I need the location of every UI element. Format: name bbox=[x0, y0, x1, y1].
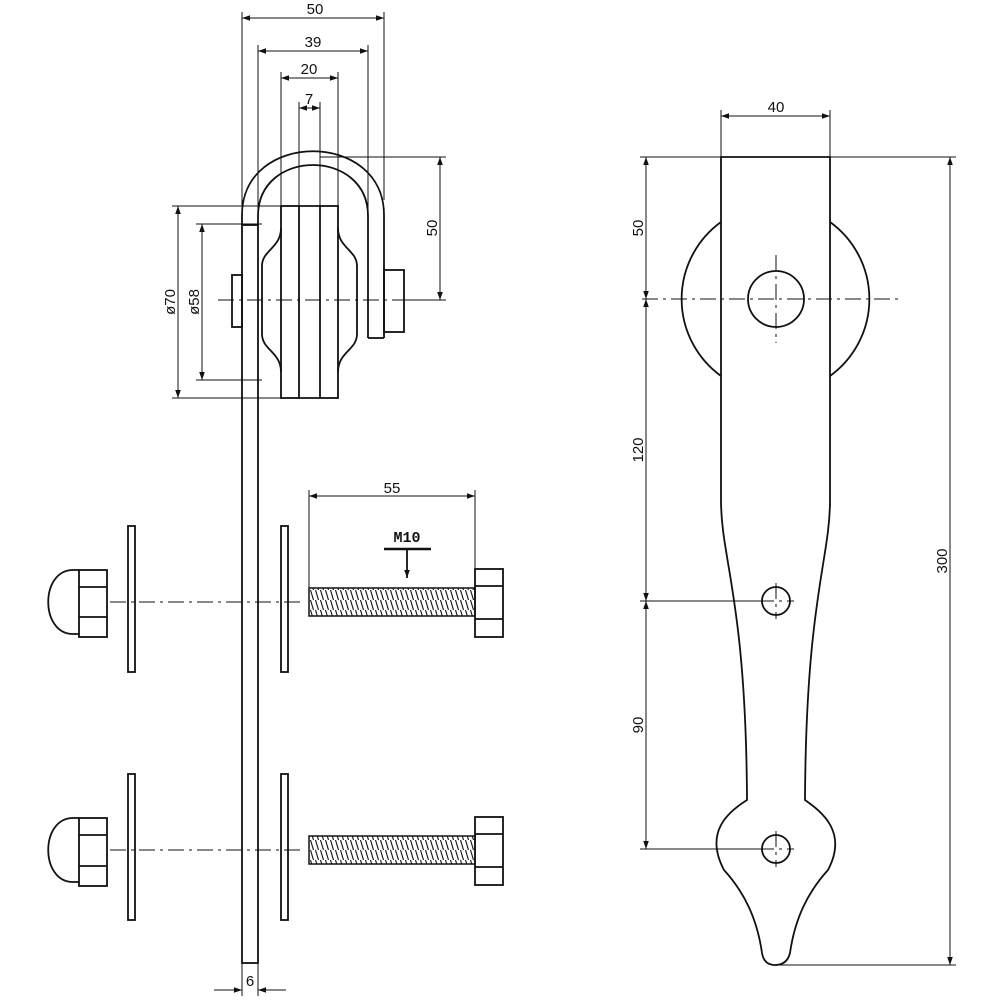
dim-strap-width: 40 bbox=[768, 99, 785, 116]
washer-inner bbox=[280, 773, 289, 921]
cap-nut-hex bbox=[78, 569, 108, 638]
u-bracket-outer bbox=[241, 150, 385, 338]
wheel bbox=[261, 205, 358, 399]
axle-spacer bbox=[383, 269, 405, 333]
strap-side bbox=[241, 224, 259, 964]
dim-strap-outer-width: 39 bbox=[305, 34, 322, 51]
washer-outer bbox=[127, 525, 136, 673]
dim-hanger-width: 50 bbox=[307, 1, 324, 18]
dim-wheel-outer-diameter: ø70 bbox=[162, 289, 179, 315]
dim-bolt-length: 55 bbox=[384, 480, 401, 497]
side-view: 50 39 20 7 50 ø70 ø58 bbox=[162, 1, 446, 996]
cap-nut-hex bbox=[78, 817, 108, 887]
cap-nut-dome bbox=[47, 817, 79, 883]
u-bracket-inner bbox=[257, 164, 369, 338]
cap-nut-dome bbox=[47, 569, 79, 635]
diameter-dimensions: ø70 ø58 bbox=[162, 205, 281, 399]
washer-inner bbox=[280, 525, 289, 673]
dim-axle-to-hole: 120 bbox=[630, 437, 647, 462]
dim-overall-length: 300 bbox=[934, 548, 951, 573]
bolt-assembly-upper: 55 M10 bbox=[47, 480, 504, 673]
thread-spec-label: M10 bbox=[393, 530, 420, 547]
dim-wheel-inner-diameter: ø58 bbox=[186, 289, 203, 315]
width-dimensions: 50 39 20 7 bbox=[241, 1, 385, 225]
threaded-bolt bbox=[308, 587, 476, 617]
bolt-head bbox=[474, 568, 504, 638]
dim-top-to-axle: 50 bbox=[630, 220, 647, 237]
washer-outer bbox=[127, 773, 136, 921]
dim-wheel-height: 50 bbox=[424, 220, 441, 237]
dim-groove-width: 7 bbox=[305, 91, 313, 108]
strap-thickness-dimension: 6 bbox=[214, 963, 286, 996]
threaded-bolt bbox=[308, 835, 476, 865]
dim-wheel-width: 20 bbox=[301, 61, 318, 78]
bolt-assembly-lower bbox=[47, 773, 504, 921]
axle-nut bbox=[231, 274, 243, 328]
dim-strap-thickness: 6 bbox=[246, 973, 254, 990]
wheel-height-dimension: 50 bbox=[320, 156, 446, 301]
front-view: 40 50 120 90 300 bbox=[630, 99, 956, 966]
dim-hole-to-hole: 90 bbox=[630, 717, 647, 734]
bolt-head bbox=[474, 816, 504, 886]
